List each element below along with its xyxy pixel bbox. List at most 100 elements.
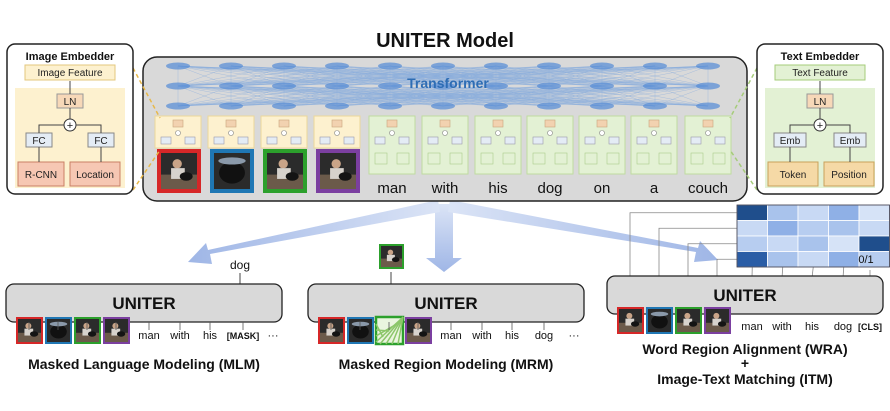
person-head <box>626 312 633 319</box>
region-thumbnail <box>45 317 72 344</box>
transformer-node <box>643 62 667 70</box>
mini-ln <box>331 119 343 128</box>
mini-ln <box>278 119 290 128</box>
region-row-line <box>658 227 737 278</box>
transformer-node <box>643 82 667 90</box>
alignment-cell <box>736 204 768 221</box>
transformer-edge <box>442 65 709 87</box>
mini-fc-right <box>398 136 410 145</box>
dog-shape <box>352 324 369 339</box>
text-embedder-connector <box>729 149 758 191</box>
transformer-edge <box>177 65 232 87</box>
mask-hatch <box>379 316 404 345</box>
person-shirt <box>625 318 635 326</box>
image-ln-label: LN <box>64 97 77 108</box>
transformer-edge <box>177 85 444 107</box>
mini-fc-right <box>504 136 516 145</box>
arrow-right <box>448 200 718 262</box>
person-shirt <box>386 254 395 262</box>
mini-input-right <box>712 152 726 165</box>
transformer-edge <box>283 65 709 87</box>
word-token: dog <box>537 180 562 197</box>
mrm-caption: Masked Region Modeling (MRM) <box>339 356 554 372</box>
transformer-node <box>325 102 349 110</box>
dog-shape <box>219 162 245 184</box>
text-embedder-connector <box>729 67 758 119</box>
person-shirt <box>24 328 34 336</box>
word-token: man <box>377 180 406 197</box>
person-head <box>684 312 691 319</box>
mlm-token: man <box>138 330 159 342</box>
transformer-node <box>378 62 402 70</box>
transformer-node <box>272 62 296 70</box>
text-embedder-arrows <box>789 81 851 162</box>
mini-fc-left <box>160 136 172 145</box>
transformer-node <box>537 82 561 90</box>
mini-input-right <box>658 152 672 165</box>
alignment-cell <box>736 220 768 237</box>
mini-add <box>281 130 287 136</box>
transformer-node <box>643 102 667 110</box>
person-head <box>25 322 32 329</box>
transformer-edge <box>230 65 709 87</box>
mrm-token: man <box>440 330 461 342</box>
transformer-edge <box>177 65 550 87</box>
couch-shape <box>76 332 99 342</box>
alignment-cell <box>767 220 799 237</box>
couch-shape <box>320 332 343 342</box>
person-head <box>83 322 90 329</box>
transformer-edge <box>177 85 391 107</box>
mini-fc-left <box>636 136 648 145</box>
mask-hatch <box>391 316 404 345</box>
task-mlm: dog UNITER man with his [MASK] ··· Maske… <box>5 258 283 372</box>
image-fc-left-label: FC <box>32 136 45 147</box>
dog-shape <box>50 324 67 339</box>
mrm-token: with <box>471 330 492 342</box>
image-fc-right-label: FC <box>94 136 107 147</box>
transformer-edge <box>495 85 709 107</box>
mini-text-embedder <box>630 115 678 175</box>
text-embedder-panel: Text Embedder Text Feature LN + Emb Emb … <box>756 43 884 195</box>
transformer-edge <box>177 85 709 107</box>
model-title: UNITER Model <box>376 30 514 52</box>
transformer-node <box>325 82 349 90</box>
mini-fc-right <box>184 136 196 145</box>
transformer-node <box>166 62 190 70</box>
transformer-node <box>590 62 614 70</box>
mini-fc-right <box>343 136 355 145</box>
image-embedder-connector <box>132 67 161 119</box>
wra-uniter-label: UNITER <box>713 286 776 305</box>
region-thumbnail <box>103 317 130 344</box>
transformer-node <box>166 82 190 90</box>
region-thumbnail <box>318 317 345 344</box>
transformer-node <box>272 102 296 110</box>
transformer-edge <box>177 85 603 107</box>
mini-fc-right <box>237 136 249 145</box>
mini-add <box>442 130 448 136</box>
masked-region <box>374 315 405 346</box>
transformer-node <box>537 62 561 70</box>
person-head <box>414 322 421 329</box>
transformer-edge <box>177 65 656 87</box>
position-box <box>823 161 875 187</box>
mini-fc-left <box>213 136 225 145</box>
mini-input-right <box>554 152 568 165</box>
rcnn-label: R-CNN <box>25 170 57 181</box>
dog-shape <box>717 321 727 327</box>
region-thumbnail <box>16 317 43 344</box>
text-add-symbol: + <box>817 120 823 132</box>
transformer-edge <box>230 85 709 107</box>
transformer-node <box>166 102 190 110</box>
mini-text-embedder <box>421 115 469 175</box>
mini-input-left <box>636 152 650 165</box>
transformer-node <box>378 102 402 110</box>
dog-shape <box>285 172 299 181</box>
wra-caption-plus: + <box>741 355 749 371</box>
mini-image-embedder <box>313 115 361 149</box>
transformer-edge <box>177 65 338 87</box>
person-shirt <box>277 168 291 179</box>
mini-fc-left <box>584 136 596 145</box>
dog-shape <box>331 331 341 337</box>
person-shirt <box>712 318 722 326</box>
